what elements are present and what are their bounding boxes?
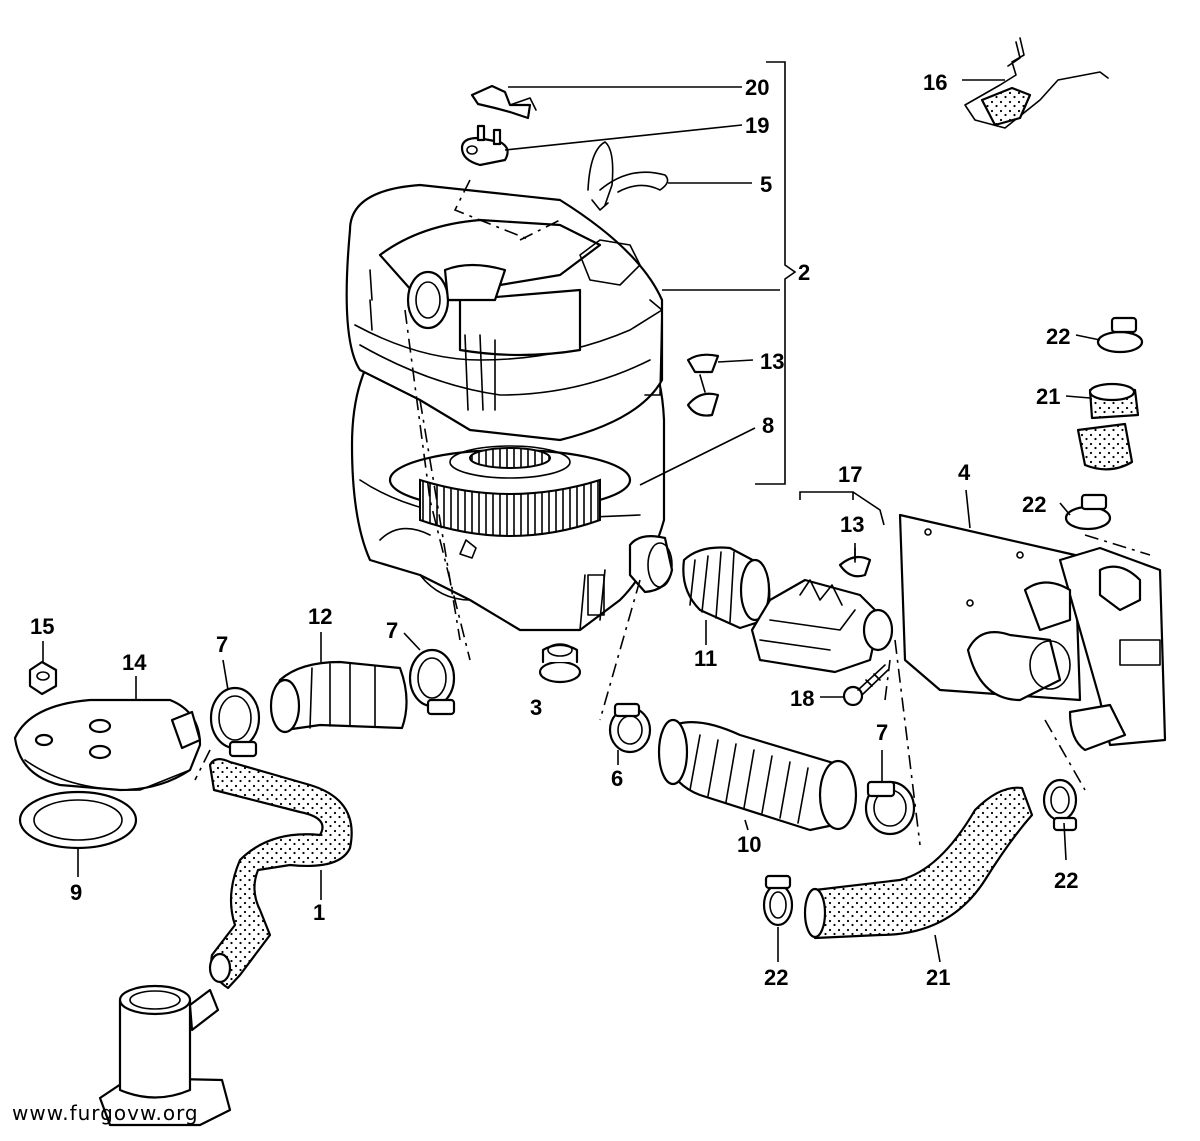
label-12: 12	[308, 604, 332, 629]
assembly-center-lines	[194, 179, 1151, 846]
part-1-hose	[208, 758, 353, 990]
label-22-bottom-right: 22	[1054, 868, 1078, 893]
part-18-screw	[842, 664, 889, 707]
label-11: 11	[694, 646, 717, 671]
part-20-clip	[470, 84, 537, 120]
part-7-clamp-middle	[408, 648, 456, 716]
part-6-adapter	[628, 535, 674, 594]
label-8: 8	[762, 413, 774, 438]
label-16: 16	[923, 70, 947, 95]
part-17-throttle-housing	[750, 578, 894, 674]
label-13-lower: 13	[840, 512, 864, 537]
part-15-nut	[28, 660, 58, 696]
label-20: 20	[745, 75, 769, 100]
part-7-clamp-right	[864, 780, 916, 836]
label-3: 3	[530, 695, 542, 720]
label-14: 14	[122, 650, 147, 675]
label-7-left: 7	[216, 632, 228, 657]
label-22-bottom-left: 22	[764, 965, 788, 990]
part-16-bracket	[964, 37, 1109, 129]
part-5-clip	[587, 141, 669, 211]
part-3-grommet	[538, 643, 582, 684]
label-22-top: 22	[1046, 324, 1070, 349]
heater-box	[966, 546, 1167, 752]
filter-element	[388, 445, 632, 537]
part-19-bolt	[460, 124, 509, 167]
part-12-hose	[269, 660, 408, 734]
part-22-clamp-bottom-right	[1042, 778, 1078, 832]
label-1: 1	[313, 900, 325, 925]
label-6: 6	[611, 766, 623, 791]
part-14-cover	[13, 698, 202, 792]
label-18: 18	[790, 686, 814, 711]
part-22-clamp-mid	[1064, 493, 1112, 531]
part-10-corrugated-hose	[657, 718, 858, 832]
part-number-labels: 20 19 5 2 13 8 16 22 21 22 4 17 13 11 18…	[30, 70, 1078, 990]
label-7-right: 7	[876, 720, 888, 745]
label-21-bottom: 21	[926, 965, 950, 990]
label-19: 19	[745, 113, 769, 138]
part-21-hose-top	[1076, 382, 1140, 471]
label-22-mid: 22	[1022, 492, 1046, 517]
label-10: 10	[737, 832, 761, 857]
label-9: 9	[70, 880, 82, 905]
part-7-clamp-left	[209, 686, 261, 758]
label-21-top: 21	[1036, 384, 1060, 409]
part-6-clamp	[608, 702, 652, 754]
label-4: 4	[958, 460, 971, 485]
label-13-upper: 13	[760, 349, 784, 374]
cylinder-fitting	[98, 984, 232, 1127]
label-5: 5	[760, 172, 772, 197]
part-11-bellows	[682, 546, 771, 630]
air-filter-upper-housing	[345, 183, 664, 442]
label-2: 2	[798, 260, 810, 285]
part-9-gasket	[18, 790, 138, 850]
label-15: 15	[30, 614, 54, 639]
label-7-middle: 7	[386, 618, 398, 643]
part-13-clip	[686, 353, 720, 417]
bracket-2	[755, 61, 797, 485]
part-22-clamp-top	[1096, 316, 1144, 354]
watermark: www.furgovw.org	[12, 1101, 199, 1125]
leader-lines	[42, 79, 1101, 963]
part-22-clamp-bottom-left	[762, 874, 794, 927]
label-17: 17	[838, 462, 862, 487]
part-21-hose-bottom	[803, 786, 1034, 940]
